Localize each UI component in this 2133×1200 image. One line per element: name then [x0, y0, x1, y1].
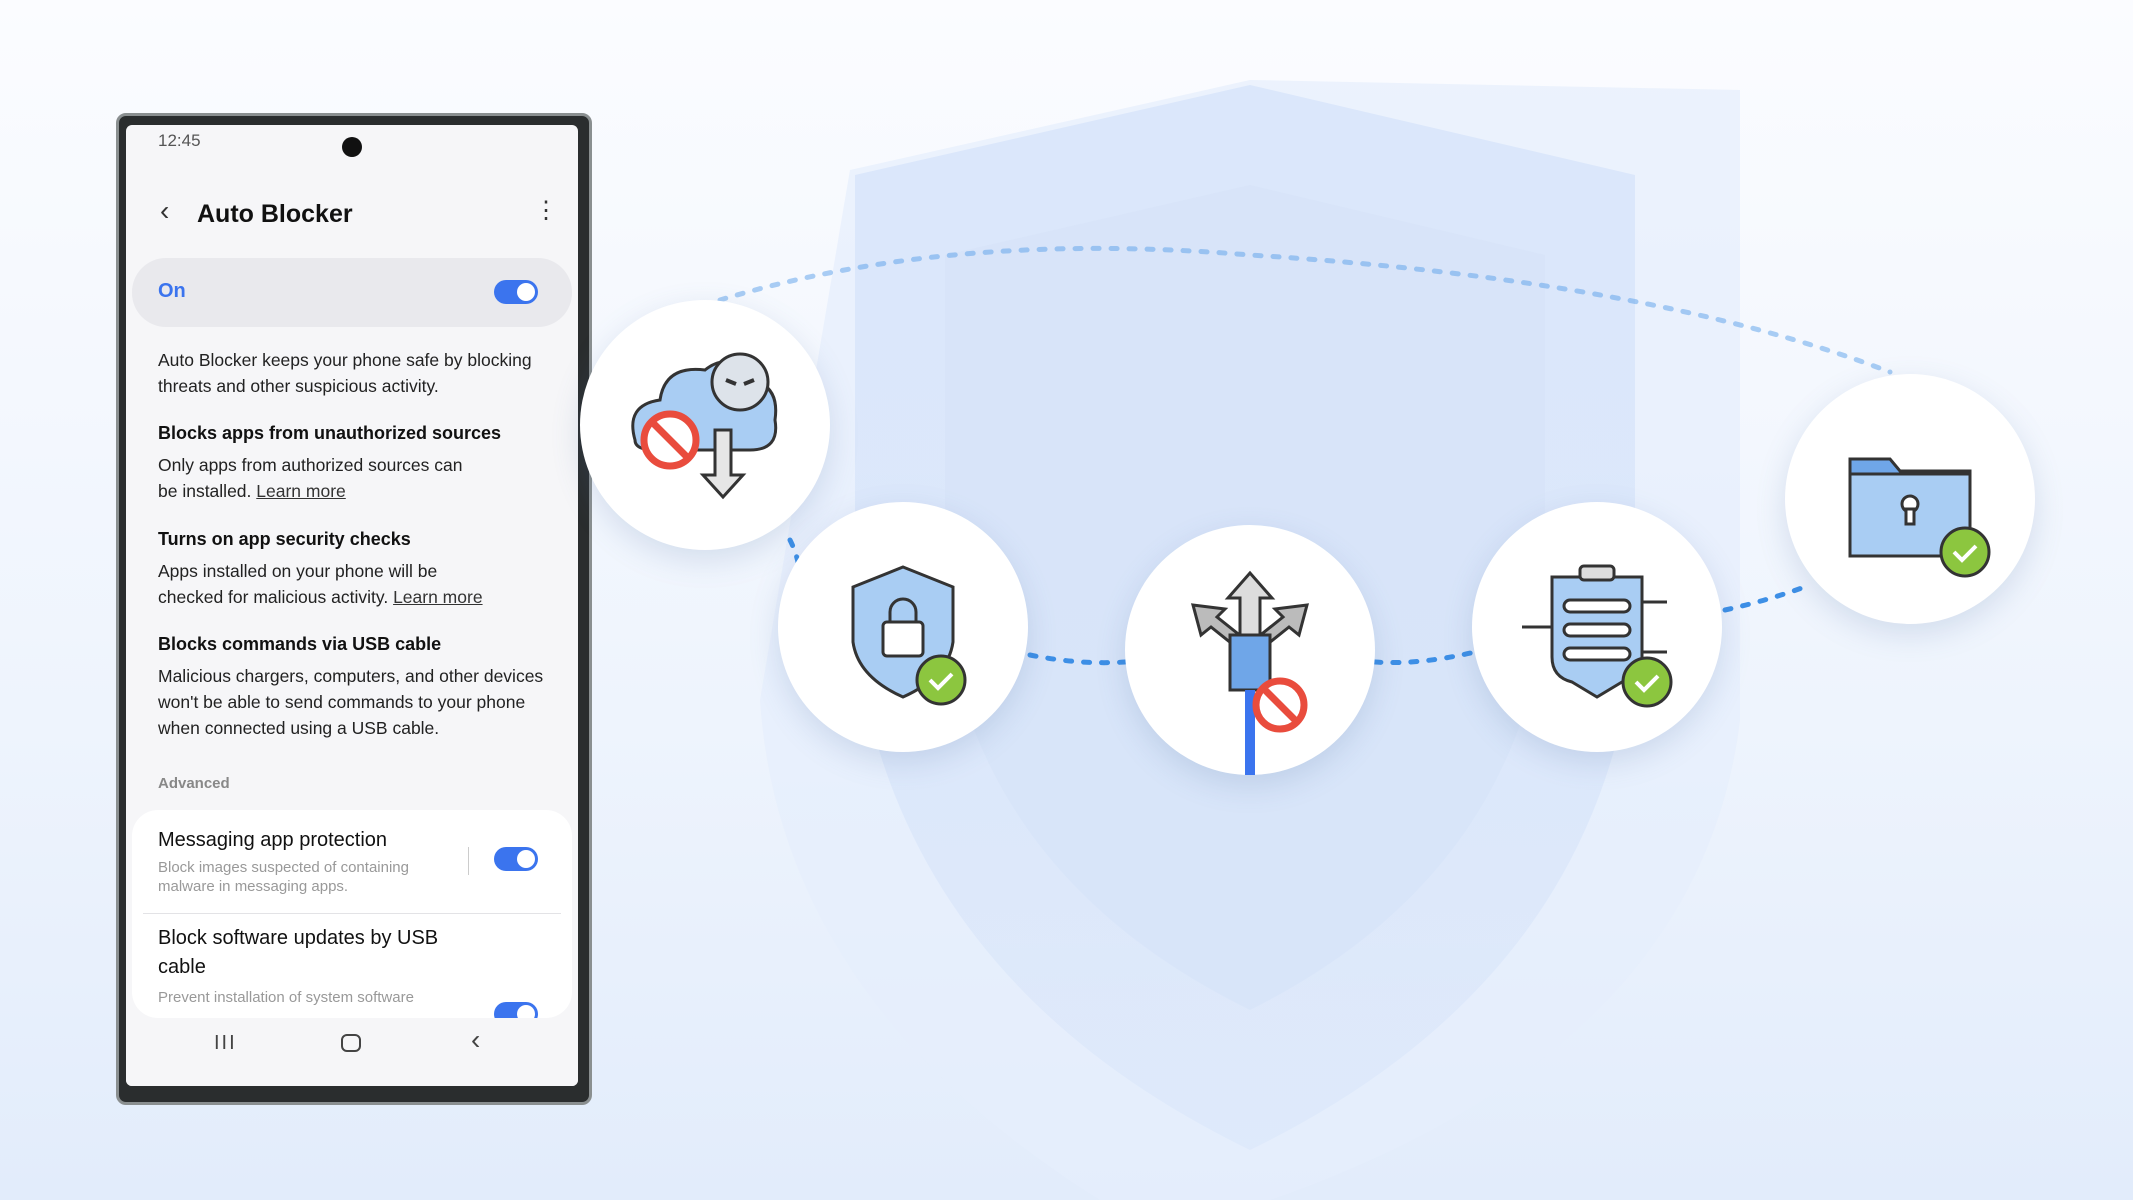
- master-toggle-switch[interactable]: [494, 280, 538, 304]
- secure-folder-check-icon: [1785, 374, 2035, 624]
- back-nav-icon[interactable]: ‹: [471, 1024, 481, 1055]
- divider: [468, 847, 469, 875]
- learn-more-link[interactable]: Learn more: [256, 481, 346, 501]
- shield-lock-check-icon: [778, 502, 1028, 752]
- front-camera: [342, 137, 362, 157]
- master-toggle-label: On: [158, 280, 186, 302]
- setting-subtitle: Block images suspected of containing mal…: [158, 859, 409, 895]
- learn-more-link[interactable]: Learn more: [393, 587, 483, 607]
- feature-title: Turns on app security checks: [158, 529, 411, 549]
- usb-block-icon: [1125, 525, 1375, 775]
- malware-cloud-block-icon: [580, 300, 830, 550]
- divider: [143, 913, 561, 914]
- setting-subtitle: Prevent installation of system software: [158, 989, 414, 1006]
- feature-body: Malicious chargers, computers, and other…: [158, 666, 544, 738]
- advanced-card: Messaging app protection Block images su…: [132, 810, 572, 1018]
- feature-body: Apps installed on your phone will be che…: [158, 561, 483, 607]
- usb-updates-row[interactable]: Block software updates by USB cable Prev…: [132, 914, 572, 1018]
- navigation-bar: III ‹: [126, 1018, 578, 1086]
- setting-title: Messaging app protection: [158, 829, 388, 851]
- page-title: Auto Blocker: [197, 200, 353, 228]
- home-icon[interactable]: [341, 1034, 361, 1052]
- back-button[interactable]: ‹: [160, 195, 170, 226]
- phone-screen: 12:45 ‹ Auto Blocker ⋮ On Auto Blocker k…: [126, 125, 578, 1086]
- more-options-icon[interactable]: ⋮: [534, 197, 558, 224]
- recent-apps-icon[interactable]: III: [214, 1032, 237, 1054]
- usb-updates-toggle[interactable]: [494, 1002, 538, 1018]
- feature-title: Blocks apps from unauthorized sources: [158, 423, 502, 443]
- feature-body: Only apps from authorized sources can be…: [158, 455, 463, 501]
- messaging-protection-toggle[interactable]: [494, 847, 538, 871]
- clipboard-settings-check-icon: [1472, 502, 1722, 752]
- advanced-section-label: Advanced: [158, 775, 230, 792]
- messaging-protection-row[interactable]: Messaging app protection Block images su…: [132, 810, 572, 913]
- setting-title: Block software updates by USB cable: [158, 927, 439, 978]
- feature-title: Blocks commands via USB cable: [158, 634, 442, 654]
- master-toggle-row[interactable]: On: [132, 258, 572, 327]
- status-time: 12:45: [158, 131, 201, 150]
- description: Auto Blocker keeps your phone safe by bl…: [158, 350, 532, 396]
